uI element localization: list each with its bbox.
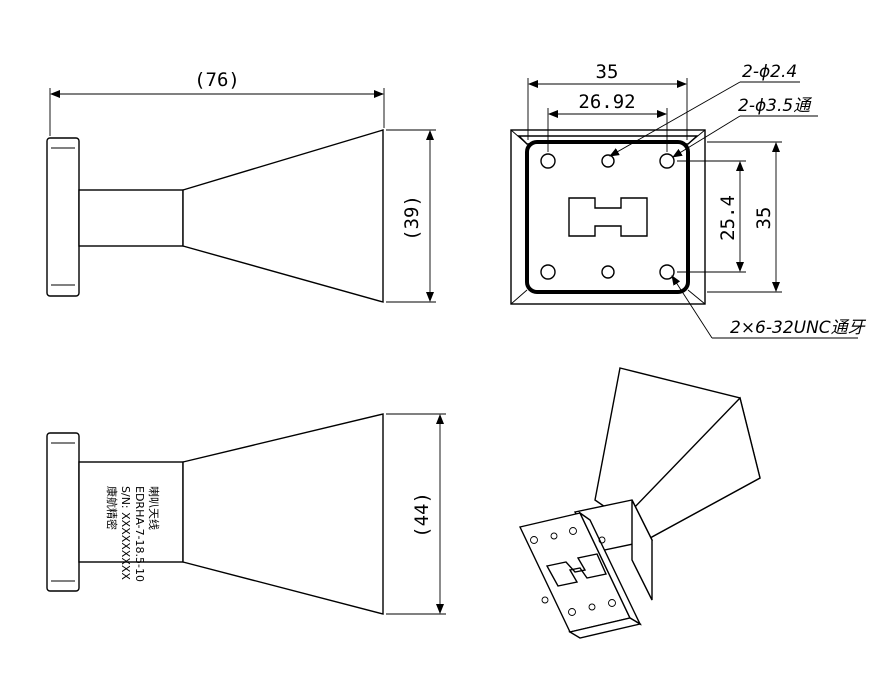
hole (659, 153, 675, 169)
iso-hole (541, 596, 549, 604)
iso-hole (608, 599, 616, 607)
top-view: 喇叭天线 EDRHA-7-18.5-10 S/N: XXXXXXXXX 康航精密… (46, 413, 446, 615)
label-line-4: 康航精密 (105, 486, 119, 530)
iso-hole (598, 536, 606, 544)
dim-label-25-4: 25.4 (717, 195, 739, 241)
horn-flare (182, 413, 384, 615)
waveguide-section (78, 461, 184, 563)
dim-label-length: (76) (194, 69, 240, 91)
hole (659, 264, 675, 280)
horn-flare (182, 129, 384, 303)
ridged-waveguide-port (568, 197, 648, 237)
bevel-corner (510, 129, 528, 145)
callout-small-holes: 2-ϕ2.4 (742, 62, 797, 82)
waveguide-section (78, 189, 184, 247)
iso-flange-bottom (568, 617, 642, 639)
front-view: 35 26.92 25.4 35 2-ϕ2.4 2-ϕ3.5通 2×6-32UN… (510, 61, 867, 339)
dim-label-26-92: 26.92 (578, 91, 635, 113)
iso-hole (569, 527, 577, 535)
waveguide-side (631, 499, 653, 601)
bevel-corner (510, 289, 528, 305)
hole (540, 153, 556, 169)
callout-through-holes: 2-ϕ3.5通 (738, 96, 812, 116)
side-view: (76) (39) (46, 69, 436, 303)
flange (46, 137, 80, 297)
iso-hole (588, 603, 596, 611)
callout-threaded: 2×6-32UNC通牙 (730, 318, 867, 338)
iso-hole (568, 608, 576, 616)
isometric-view (518, 367, 761, 639)
leader-small-holes (609, 81, 741, 157)
iso-hole (550, 532, 558, 540)
dim-label-35-h: 35 (596, 61, 619, 83)
leader-through-holes (672, 115, 741, 158)
flange (46, 432, 80, 592)
leader-threaded (671, 275, 713, 339)
dim-label-35-v: 35 (753, 207, 775, 230)
hole (601, 265, 615, 279)
dim-label-aperture: (39) (401, 195, 423, 241)
hole (540, 264, 556, 280)
iso-hole (530, 536, 538, 544)
label-line-1: 喇叭天线 (147, 486, 161, 530)
hole (601, 154, 615, 168)
dim-label-top-aperture: (44) (411, 492, 433, 538)
bevel-corner (687, 129, 706, 145)
bevel-corner (687, 289, 706, 305)
label-line-3: S/N: XXXXXXXXX (119, 486, 132, 580)
iso-ridged-port (545, 553, 607, 587)
label-line-2: EDRHA-7-18.5-10 (133, 486, 146, 582)
label-plate: 喇叭天线 EDRHA-7-18.5-10 S/N: XXXXXXXXX 康航精密 (105, 486, 161, 582)
